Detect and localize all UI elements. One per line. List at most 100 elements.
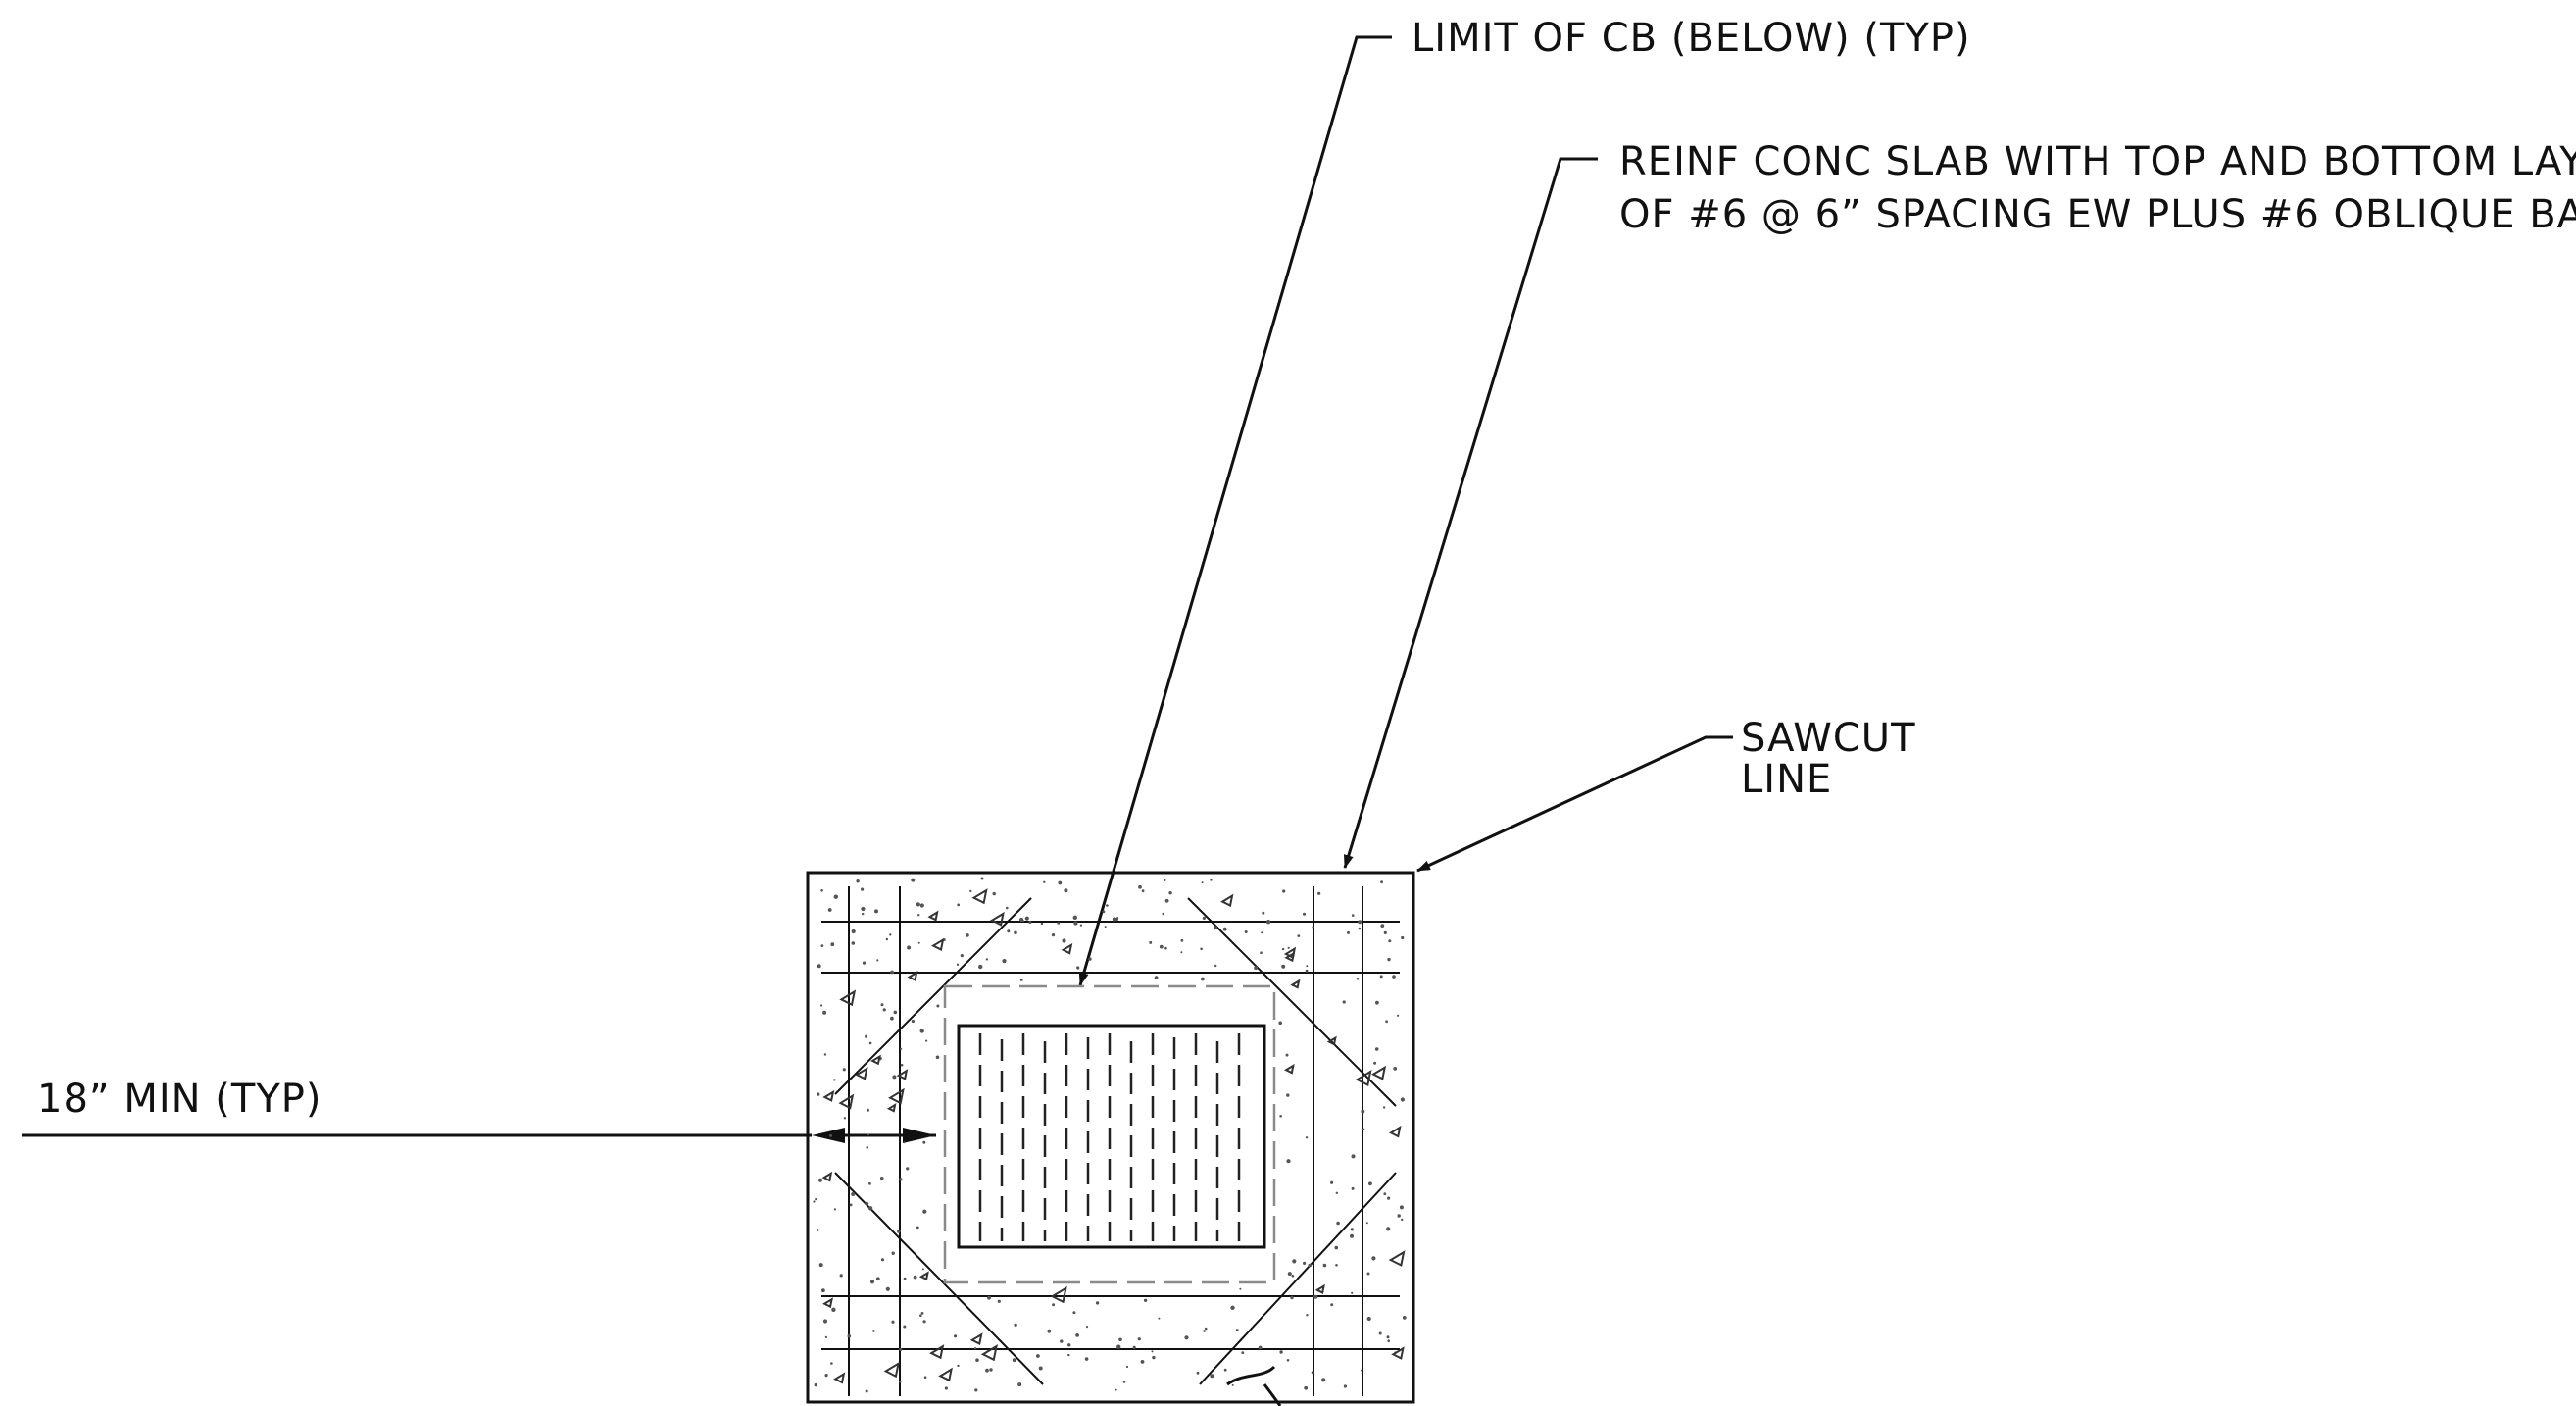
aggregate-mark: [938, 1367, 953, 1382]
stipple-dot: [1304, 1385, 1309, 1390]
label-reinf-line2: OF #6 @ 6” SPACING EW PLUS #6 OBLIQUE BA…: [1619, 192, 2576, 237]
aggregate-mark: [822, 1089, 835, 1102]
stipple-dot: [817, 1092, 820, 1096]
stipple-dot: [1373, 1061, 1377, 1065]
stipple-dot: [1132, 1345, 1136, 1349]
stipple-dot: [1308, 1263, 1312, 1268]
stipple-dot: [1382, 1106, 1386, 1109]
stipple-dot: [1064, 888, 1068, 893]
stipple-dot: [1214, 926, 1217, 930]
stipple-dot: [944, 1386, 949, 1390]
stipple-dot: [1021, 919, 1024, 923]
stipple-dot: [1088, 957, 1092, 961]
stipple-dot: [829, 1133, 832, 1137]
stipple-dot: [1305, 969, 1309, 973]
stipple-dot: [861, 887, 865, 891]
stipple-dot: [1201, 881, 1204, 884]
stipple-dot: [868, 1041, 872, 1045]
stipple-dot: [992, 891, 996, 896]
stipple-dot: [1012, 1358, 1016, 1363]
stipple-dot: [1241, 1351, 1245, 1354]
stipple-dot: [903, 1141, 906, 1144]
stipple-dot: [814, 1382, 817, 1387]
stipple-dot: [916, 902, 920, 907]
stipple-dot: [867, 1108, 869, 1112]
aggregate-mark: [1290, 979, 1301, 989]
stipple-dot: [1057, 922, 1060, 925]
stipple-dot: [1058, 880, 1063, 885]
stipple-dot: [820, 1004, 823, 1007]
stipple-dot: [1196, 1371, 1200, 1375]
stipple-dot: [916, 1226, 919, 1230]
stipple-dot: [1291, 1275, 1295, 1278]
aggregate-mark: [1388, 1125, 1402, 1138]
stipple-dot: [1399, 1205, 1404, 1210]
stipple-dot: [1222, 927, 1227, 931]
stipple-dot: [1019, 979, 1023, 981]
stipple-dot: [985, 958, 989, 961]
aggregate-mark: [1355, 1069, 1372, 1086]
label-limit-cb: LIMIT OF CB (BELOW) (TYP): [1412, 16, 1971, 61]
stipple-dot: [980, 877, 984, 880]
stipple-dot: [1347, 930, 1350, 934]
stipple-dot: [989, 1368, 993, 1372]
stipple-dot: [824, 1374, 828, 1378]
stipple-dot: [1060, 1339, 1064, 1343]
stipple-dot: [1392, 975, 1396, 979]
stipple-dot: [1311, 1371, 1314, 1375]
stipple-dot: [1067, 1343, 1071, 1347]
stipple-dot: [973, 1347, 977, 1350]
stipple-dot: [1387, 1339, 1390, 1342]
stipple-dot: [935, 1055, 940, 1060]
stipple-dot: [922, 1320, 926, 1324]
stipple-dot: [885, 937, 889, 941]
stipple-dot: [1383, 1192, 1387, 1196]
stipple-dot: [867, 1133, 870, 1136]
stipple-dot: [1350, 1228, 1354, 1231]
aggregate-mark: [1284, 951, 1296, 963]
stipple-dot: [891, 1251, 895, 1255]
stipple-dot: [880, 1003, 884, 1007]
stipple-dot: [1383, 930, 1387, 935]
stipple-dot: [847, 1333, 852, 1338]
stipple-dot: [960, 954, 964, 958]
stipple-dot: [900, 1047, 903, 1050]
stipple-dot: [820, 889, 823, 892]
stipple-dot: [882, 1008, 886, 1012]
aggregate-mark: [870, 1054, 881, 1066]
stipple-dot: [865, 1201, 869, 1206]
stipple-dot: [1351, 1291, 1354, 1294]
stipple-dot: [833, 1079, 836, 1081]
stipple-dot: [1143, 1298, 1148, 1303]
aggregate-mark: [1050, 1285, 1067, 1304]
stipple-dot: [1351, 1154, 1356, 1159]
stipple-dot: [1052, 1303, 1056, 1307]
stipple-dot: [1366, 1272, 1370, 1276]
aggregate-mark: [927, 910, 939, 922]
stipple-dot: [925, 1039, 928, 1042]
stipple-dot: [899, 1381, 902, 1383]
stipple-dot: [1115, 1388, 1117, 1391]
stipple-dot: [1141, 889, 1145, 893]
stipple-dot: [1235, 1329, 1239, 1331]
stipple-dot: [1006, 906, 1009, 910]
oblique-rebars: [834, 897, 1397, 1385]
stipple-dot: [1336, 1221, 1340, 1226]
stipple-dot: [1378, 1331, 1382, 1335]
stipple-dot: [821, 1288, 825, 1293]
stipple-dot: [1335, 1264, 1338, 1267]
stipple-dot: [869, 1280, 875, 1284]
stipple-dot: [1118, 1337, 1122, 1342]
stipple-dot: [820, 944, 824, 947]
leader-sawcut: [1416, 735, 1733, 873]
aggregate-mark: [1391, 1346, 1405, 1360]
stipple-dot: [891, 1320, 895, 1324]
stipple-dot: [1210, 1374, 1214, 1379]
stipple-dot: [865, 1389, 868, 1393]
stipple-dot: [1140, 1360, 1145, 1364]
stipple-dot: [818, 1263, 823, 1268]
grate: [957, 1024, 1266, 1249]
stipple-dot: [1362, 1128, 1365, 1130]
stipple-dot: [851, 941, 856, 945]
stipple-dot: [867, 1206, 873, 1211]
